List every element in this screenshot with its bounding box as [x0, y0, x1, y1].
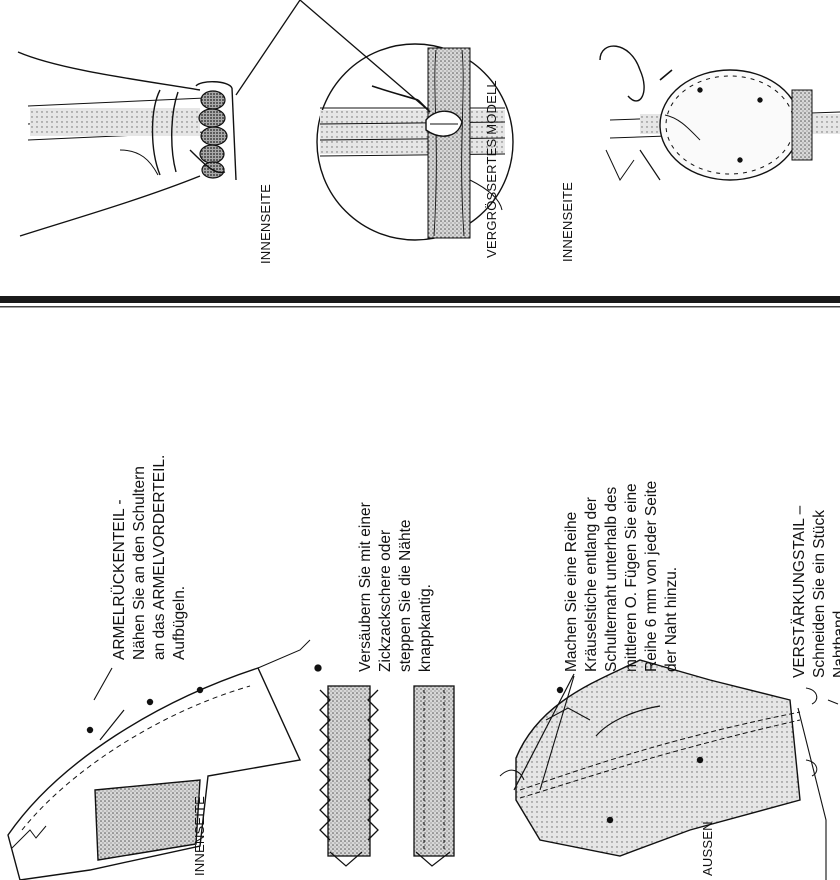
- sleeve-pattern-piece: [8, 640, 310, 880]
- label-vergroessertes-modell: VERGRÖSSERTES MODELL: [484, 80, 499, 258]
- instruction-step-1: ARMELRÜCKENTEIL - Nähen Sie an den Schul…: [110, 455, 190, 660]
- instruction-step-3: Machen Sie eine Reihe Kräuselstiche entl…: [562, 481, 682, 672]
- label-aussen: AUSSEN: [700, 821, 715, 876]
- label-innenseite-bottom-left: INNENSEITE: [192, 796, 207, 876]
- enlarged-detail-circle: [300, 0, 513, 240]
- instruction-step-2: Versäubern Sie mit einer Zickzackschere …: [356, 502, 436, 672]
- label-innenseite-top-left: INNENSEITE: [258, 184, 273, 264]
- gathered-shoulder-piece: [500, 660, 838, 856]
- sleeve-cap-ring-illustration: [600, 46, 840, 180]
- seam-finish-strips: [315, 665, 454, 866]
- label-innenseite-top-right: INNENSEITE: [560, 182, 575, 262]
- section-divider: [0, 296, 840, 308]
- instruction-step-4: VERSTÄRKUNGSTAIL – Schneiden Sie ein Stü…: [790, 506, 840, 678]
